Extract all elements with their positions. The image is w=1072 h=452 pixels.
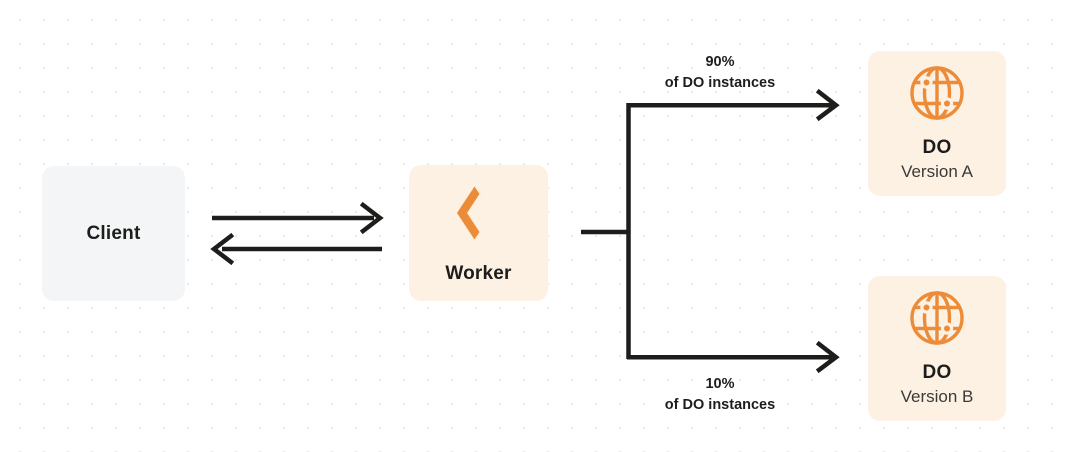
node-do-version-b[interactable]: DO Version B: [868, 276, 1006, 421]
node-client-label: Client: [86, 222, 141, 244]
node-do-b-label: DO: [922, 362, 952, 384]
node-do-a-label: DO: [922, 137, 952, 159]
edge-label-do-b-description: of DO instances: [664, 397, 776, 414]
edge-label-do-a-percent: 90%: [705, 54, 735, 70]
edge-worker-to-do-b: [627, 340, 840, 374]
node-worker[interactable]: Worker: [409, 165, 548, 301]
edge-label-do-b: 10% of DO instances: [605, 374, 835, 416]
edge-label-do-b-percent: 10%: [705, 376, 735, 392]
node-worker-label: Worker: [445, 262, 512, 284]
node-do-b-sublabel: Version B: [900, 386, 974, 406]
globe-icon: [908, 289, 966, 352]
edge-label-do-a-description: of DO instances: [664, 75, 776, 92]
node-do-a-sublabel: Version A: [901, 161, 973, 181]
node-client[interactable]: Client: [42, 166, 185, 301]
globe-icon: [908, 64, 966, 127]
edge-client-to-worker: [212, 201, 384, 235]
edge-label-do-a: 90% of DO instances: [605, 52, 835, 94]
edge-worker-to-client: [210, 232, 382, 266]
node-do-version-a[interactable]: DO Version A: [868, 51, 1006, 196]
cloudflare-workers-icon: [448, 182, 510, 249]
edge-worker-to-do-a: [627, 88, 840, 122]
